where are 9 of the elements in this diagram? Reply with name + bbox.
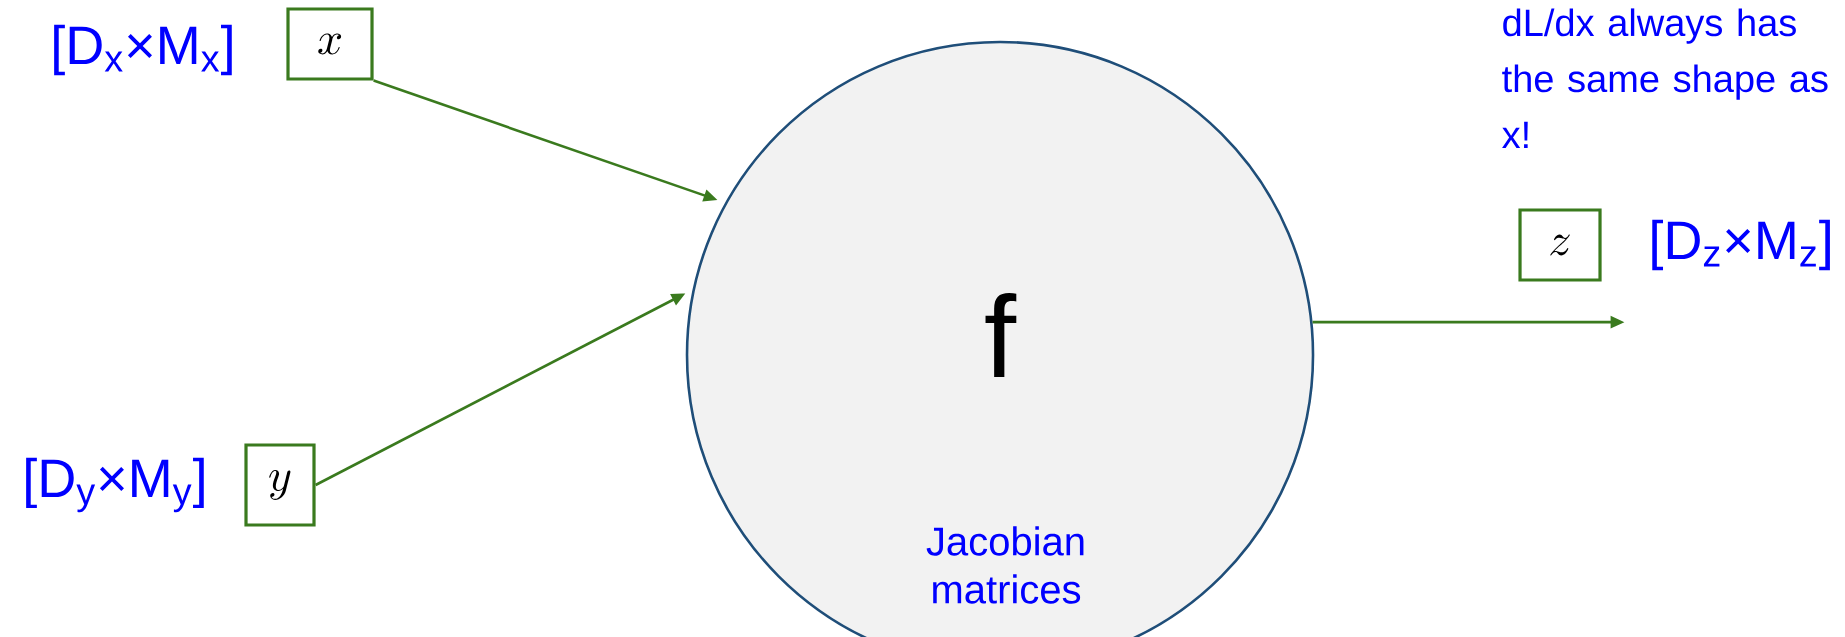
variable-box: $y$ bbox=[244, 443, 316, 527]
function-label: f bbox=[985, 293, 1017, 377]
dimension-label: [D$_{x}$×M$_{x}$] bbox=[54, 24, 232, 76]
variable-box: $z$ bbox=[1518, 208, 1602, 282]
variable-box: $x$ bbox=[286, 7, 374, 81]
caption-text: Jacobian matrices bbox=[926, 526, 1084, 604]
note-text: dL/dx always has the same shape as x! bbox=[1502, 8, 1828, 148]
dimension-label: [D$_{z}$×M$_{z}$] bbox=[1652, 219, 1830, 271]
dimension-label: [D$_{y}$×M$_{y}$] bbox=[26, 457, 204, 513]
